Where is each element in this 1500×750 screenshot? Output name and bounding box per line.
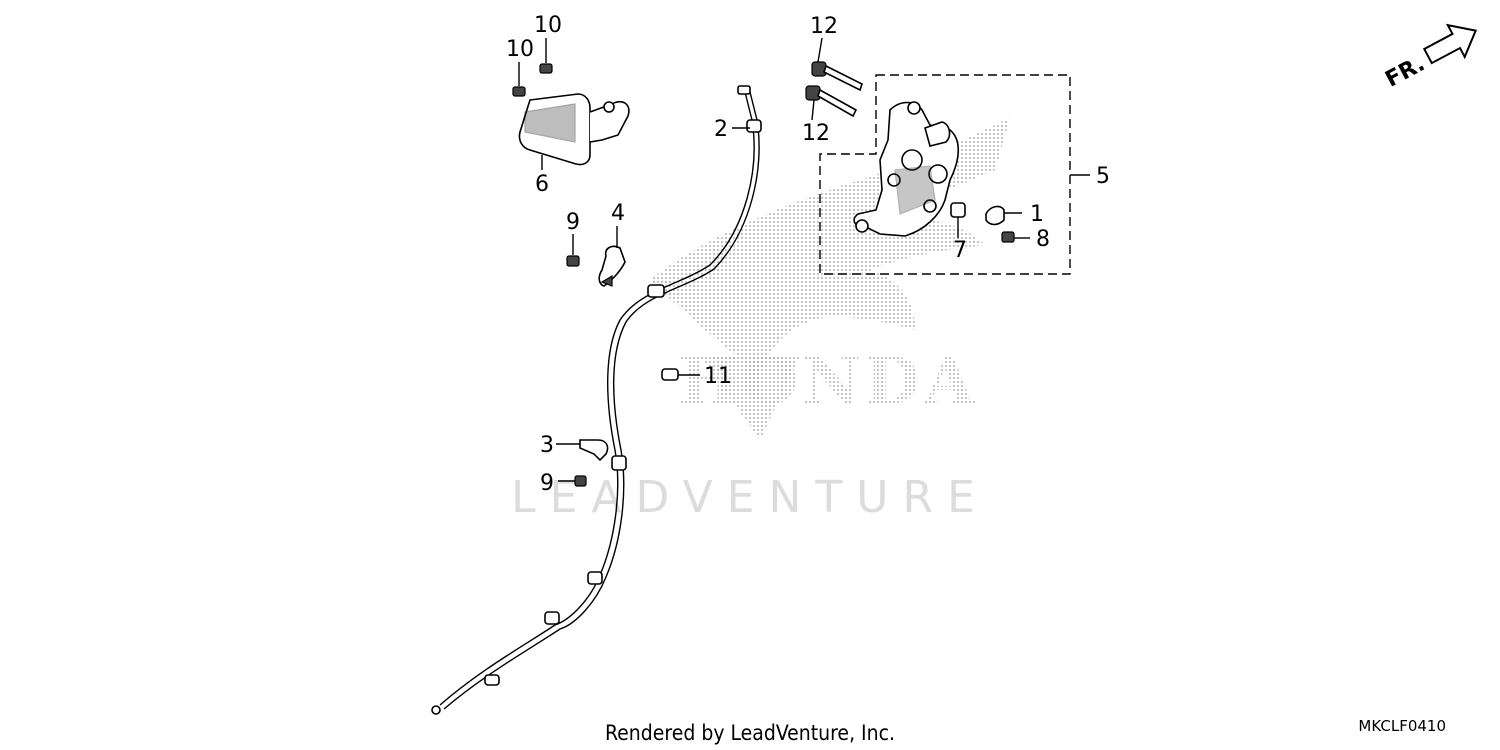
callout-12-lower: 12 — [802, 121, 830, 146]
callout-9-upper: 9 — [566, 210, 580, 235]
front-arrow-icon — [1422, 23, 1478, 65]
callout-10-right: 10 — [534, 13, 562, 38]
callout-8: 8 — [1036, 227, 1050, 252]
part-12-bolt-b[interactable] — [805, 85, 858, 118]
callout-1: 1 — [1030, 202, 1044, 227]
part-9-bolt-b[interactable] — [574, 475, 587, 487]
front-direction-indicator: FR. — [1381, 23, 1478, 93]
callout-10-left: 10 — [506, 37, 534, 62]
part-1-clip[interactable] — [985, 205, 1005, 226]
part-6-cover[interactable] — [518, 93, 630, 166]
part-10-bolt-a[interactable] — [512, 86, 526, 97]
callout-6: 6 — [535, 172, 549, 197]
leadventure-watermark: LEADVENTURE — [511, 472, 989, 523]
part-9-bolt-a[interactable] — [566, 255, 580, 267]
callout-3: 3 — [540, 433, 554, 458]
callout-9-lower: 9 — [540, 471, 554, 496]
part-10-bolt-b[interactable] — [539, 63, 553, 74]
part-5-caliper-assembly[interactable] — [853, 101, 960, 237]
diagram-code: MKCLF0410 — [1358, 717, 1446, 735]
fr-label: FR. — [1381, 51, 1429, 92]
part-4-clamp[interactable] — [598, 245, 626, 287]
part-7-pin[interactable] — [950, 202, 966, 218]
part-2-cable[interactable] — [431, 85, 762, 715]
honda-watermark-text: HONDA — [678, 344, 978, 419]
callout-7: 7 — [953, 238, 967, 263]
callout-12-upper: 12 — [810, 14, 838, 39]
callout-4: 4 — [611, 201, 625, 226]
callout-11: 11 — [704, 364, 732, 389]
callout-2: 2 — [714, 117, 728, 142]
part-11-grommet[interactable] — [661, 368, 679, 381]
callout-5: 5 — [1096, 164, 1110, 189]
footer-credit: Rendered by LeadVenture, Inc. — [605, 721, 895, 745]
assembly-box-5 — [819, 74, 1071, 275]
part-8-nut[interactable] — [1001, 231, 1015, 243]
part-12-bolt-a[interactable] — [811, 61, 863, 92]
part-3-clip[interactable] — [579, 439, 609, 462]
